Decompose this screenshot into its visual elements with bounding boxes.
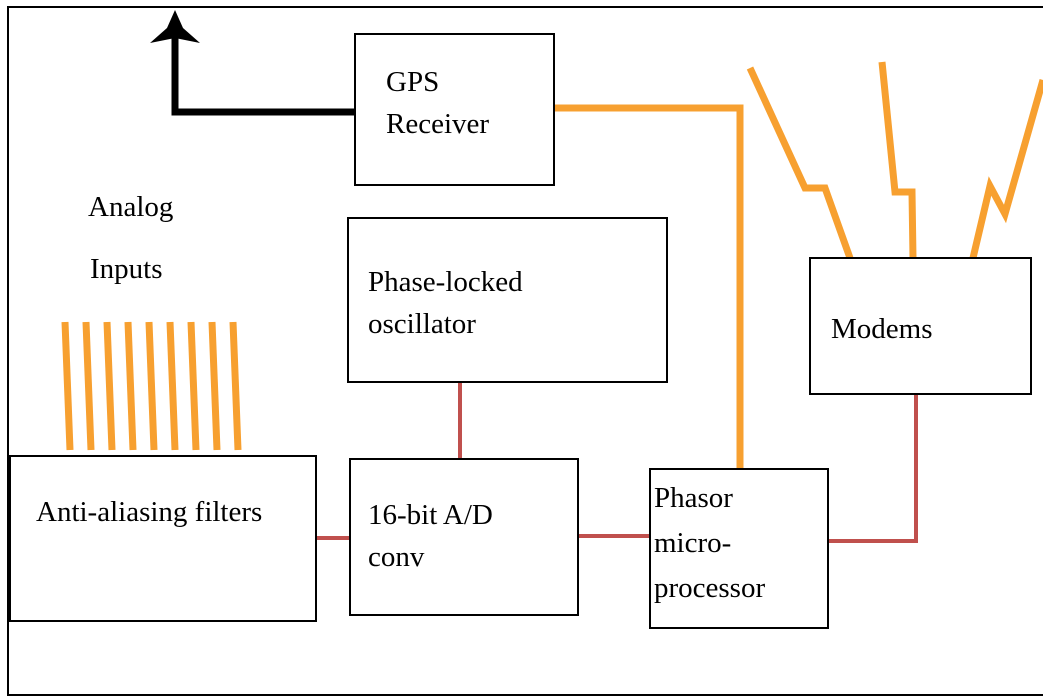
gps-receiver-label: GPS [386,66,440,98]
ad-converter-block: 16-bit A/D conv [349,458,579,616]
phasor-microprocessor-block: Phasor micro- processor [649,468,829,629]
gps-receiver-label: Receiver [386,108,490,141]
phasor-label: Phasor [654,482,733,514]
gps-receiver-block: GPS Receiver [354,33,555,186]
antenna-icon [150,10,200,43]
lightning-bolt-icon [969,79,1043,259]
analog-inputs-label: Inputs [90,253,163,285]
lightning-bolt-icon [746,66,854,260]
phasor-label: processor [654,571,766,604]
filters-label: Anti-aliasing filters [36,496,263,528]
phasor-to-modems-wire [828,394,918,543]
analog-input-lines [61,321,242,451]
modems-block: Modems [809,257,1032,395]
anti-aliasing-filters-block: Anti-aliasing filters [9,455,317,622]
analog-inputs-label: Analog [88,191,174,223]
phase-locked-oscillator-block: Phase-locked oscillator [347,217,668,383]
oscillator-label: oscillator [368,308,476,341]
ad-converter-label: conv [368,541,425,574]
ad-converter-label: 16-bit A/D [368,499,493,531]
phasor-label: micro- [654,526,732,559]
oscillator-label: Phase-locked [368,266,523,298]
lightning-bolt-icon [878,61,917,259]
gps-to-phasor-wire [555,104,744,470]
modems-label: Modems [831,313,933,345]
wiring-layer [61,10,1043,543]
gps-antenna-wire [171,28,355,116]
